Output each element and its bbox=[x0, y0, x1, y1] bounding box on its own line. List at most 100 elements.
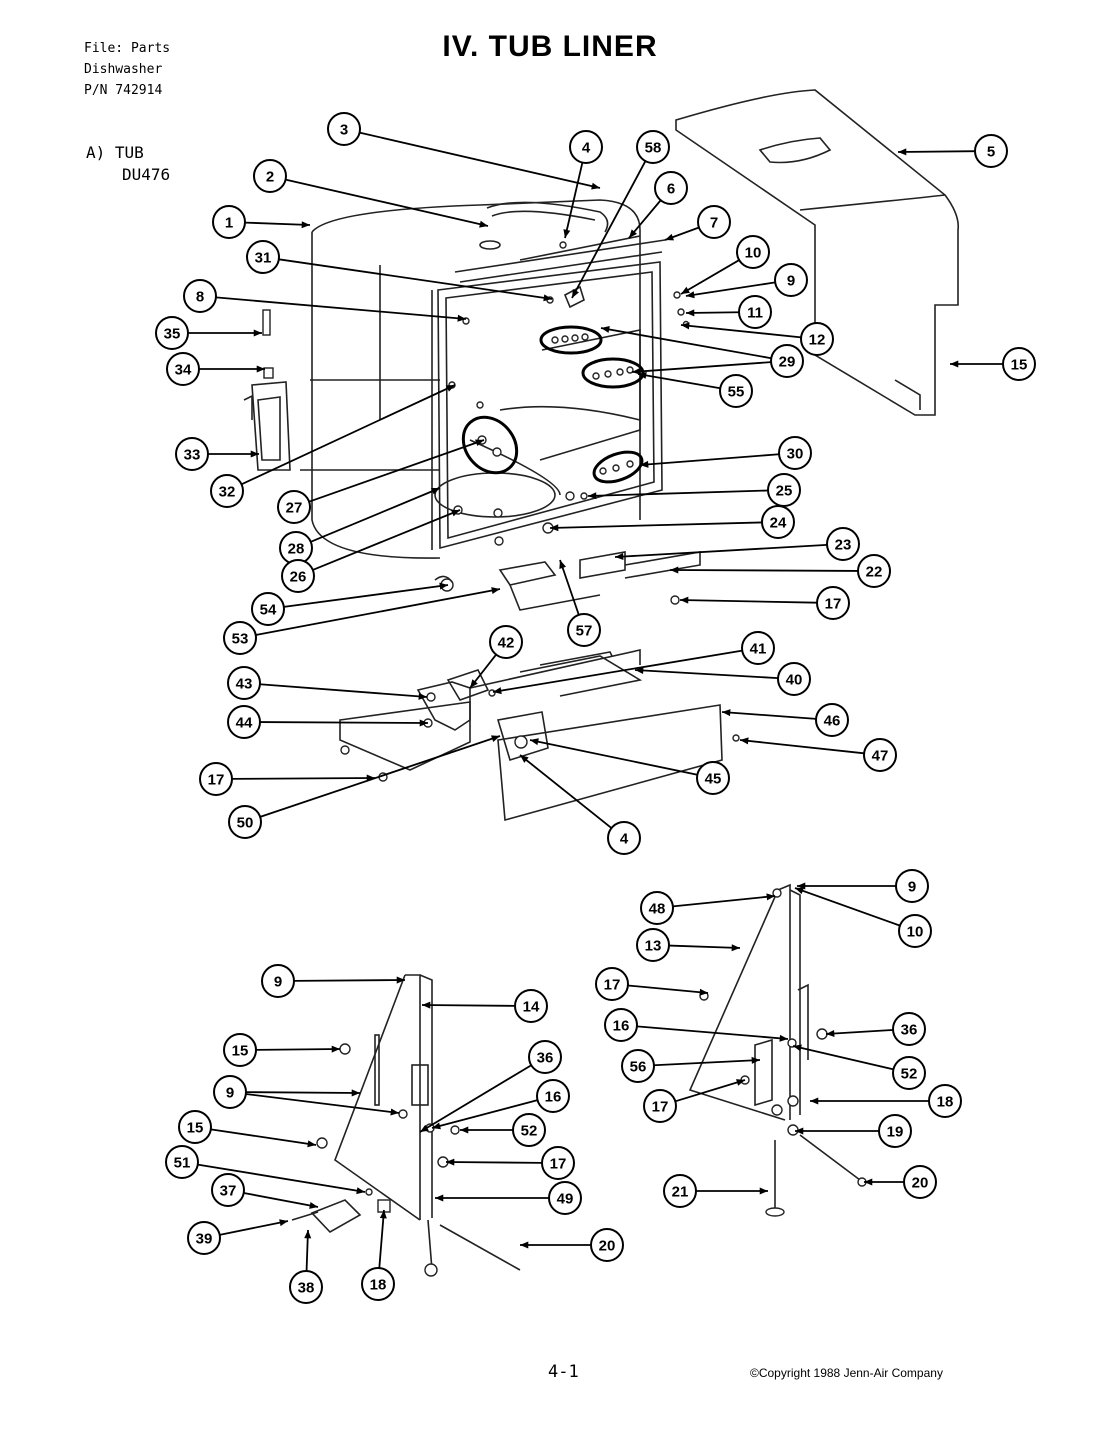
callout-19: 19 bbox=[878, 1114, 912, 1148]
callout-17a: 17 bbox=[816, 586, 850, 620]
callout-circle bbox=[512, 1113, 546, 1147]
callout-number: 58 bbox=[645, 140, 662, 157]
callout-circle bbox=[636, 928, 670, 962]
leader-line-41 bbox=[492, 649, 743, 693]
leader-arrowhead-3 bbox=[591, 182, 600, 190]
callout-circle bbox=[166, 352, 200, 386]
callout-circle bbox=[361, 1267, 395, 1301]
leader-line-46 bbox=[721, 711, 817, 720]
leader-line-25 bbox=[587, 489, 769, 497]
callout-25: 25 bbox=[767, 473, 801, 507]
callout-number: 15 bbox=[187, 1120, 204, 1137]
callout-circle bbox=[604, 1008, 638, 1042]
callout-5: 5 bbox=[974, 134, 1008, 168]
callout-11: 11 bbox=[738, 295, 772, 329]
leader-arrowhead-29 bbox=[601, 325, 610, 333]
part-number-line: P/N 742914 bbox=[84, 83, 163, 98]
callout-number: 42 bbox=[498, 635, 515, 652]
callout-circle bbox=[183, 279, 217, 313]
callout-circle bbox=[277, 490, 311, 524]
callout-circle bbox=[774, 263, 808, 297]
callout-number: 21 bbox=[672, 1184, 689, 1201]
leader-arrowhead-54 bbox=[439, 582, 448, 590]
callout-circle bbox=[246, 240, 280, 274]
callout-circle bbox=[974, 134, 1008, 168]
callout-circle bbox=[541, 1146, 575, 1180]
callout-number: 17 bbox=[825, 596, 842, 613]
leader-line-36a bbox=[825, 1029, 894, 1035]
callout-51: 51 bbox=[165, 1145, 199, 1179]
callout-38: 38 bbox=[289, 1270, 323, 1304]
leader-arrowhead-40 bbox=[635, 666, 644, 674]
callout-circle bbox=[223, 1033, 257, 1067]
callout-13: 13 bbox=[636, 928, 670, 962]
callout-circle bbox=[327, 112, 361, 146]
leader-line-43 bbox=[259, 683, 428, 698]
leader-arrowhead-4a bbox=[563, 229, 571, 238]
leader-arrowhead-7 bbox=[665, 233, 674, 241]
callout-number: 28 bbox=[288, 541, 305, 558]
callout-22: 22 bbox=[857, 554, 891, 588]
callout-number: 9 bbox=[274, 974, 282, 991]
callout-circle bbox=[213, 1075, 247, 1109]
leader-arrowhead-15a bbox=[950, 360, 959, 368]
callout-number: 35 bbox=[164, 326, 181, 343]
leader-arrowhead-13 bbox=[731, 944, 740, 952]
callout-26: 26 bbox=[281, 559, 315, 593]
callout-circle bbox=[800, 322, 834, 356]
callout-45: 45 bbox=[696, 761, 730, 795]
leader-line-4a bbox=[564, 162, 584, 239]
callout-number: 39 bbox=[196, 1231, 213, 1248]
callout-number: 23 bbox=[835, 537, 852, 554]
leader-arrowhead-36b bbox=[420, 1124, 429, 1132]
callout-number: 29 bbox=[779, 354, 796, 371]
callout-28: 28 bbox=[279, 531, 313, 565]
callout-number: 5 bbox=[987, 144, 995, 161]
callout-number: 32 bbox=[219, 484, 236, 501]
callout-number: 54 bbox=[260, 602, 277, 619]
callout-circle bbox=[696, 761, 730, 795]
callout-circle bbox=[489, 625, 523, 659]
leader-line-5 bbox=[897, 150, 976, 153]
leader-arrowhead-18b bbox=[379, 1210, 387, 1219]
leader-arrowhead-42 bbox=[470, 679, 478, 688]
callout-number: 9 bbox=[226, 1085, 234, 1102]
leader-arrowhead-50 bbox=[491, 735, 500, 742]
callout-circle bbox=[607, 821, 641, 855]
callout-circle bbox=[636, 130, 670, 164]
leader-line-30 bbox=[639, 453, 780, 466]
leader-arrowhead-46 bbox=[722, 709, 731, 717]
callout-number: 14 bbox=[523, 999, 540, 1016]
leader-arrowhead-12 bbox=[681, 322, 690, 330]
leader-arrowhead-52a bbox=[793, 1044, 802, 1052]
callout-36b: 36 bbox=[528, 1040, 562, 1074]
callout-number: 52 bbox=[901, 1066, 918, 1083]
callout-circle bbox=[514, 989, 548, 1023]
leader-line-4b bbox=[519, 754, 613, 829]
leader-arrowhead-30 bbox=[640, 460, 649, 468]
callout-number: 36 bbox=[901, 1022, 918, 1039]
callout-37: 37 bbox=[211, 1173, 245, 1207]
leader-line-32 bbox=[241, 384, 456, 486]
leader-arrowhead-52b bbox=[460, 1126, 469, 1134]
leader-arrowhead-18a bbox=[810, 1097, 819, 1105]
callout-17e: 17 bbox=[541, 1146, 575, 1180]
leader-arrowhead-16b bbox=[432, 1122, 441, 1130]
leader-arrowhead-43 bbox=[418, 692, 427, 700]
leader-line-26 bbox=[312, 509, 461, 571]
callout-9b: 9 bbox=[895, 869, 929, 903]
callout-number: 22 bbox=[866, 564, 883, 581]
callout-number: 1 bbox=[225, 215, 233, 232]
leader-line-3 bbox=[359, 131, 601, 189]
leader-arrowhead-45 bbox=[530, 738, 539, 746]
callout-circle bbox=[569, 130, 603, 164]
left-side-frame bbox=[291, 974, 521, 1277]
callout-42: 42 bbox=[489, 625, 523, 659]
leader-arrowhead-56 bbox=[751, 1056, 760, 1064]
callout-circle bbox=[741, 631, 775, 665]
leader-arrowhead-4b bbox=[520, 755, 529, 763]
callout-circle bbox=[261, 964, 295, 998]
leader-line-15c bbox=[210, 1128, 317, 1146]
file-header: File: Parts Dishwasher P/N 742914 bbox=[84, 38, 170, 101]
callout-circle bbox=[898, 914, 932, 948]
